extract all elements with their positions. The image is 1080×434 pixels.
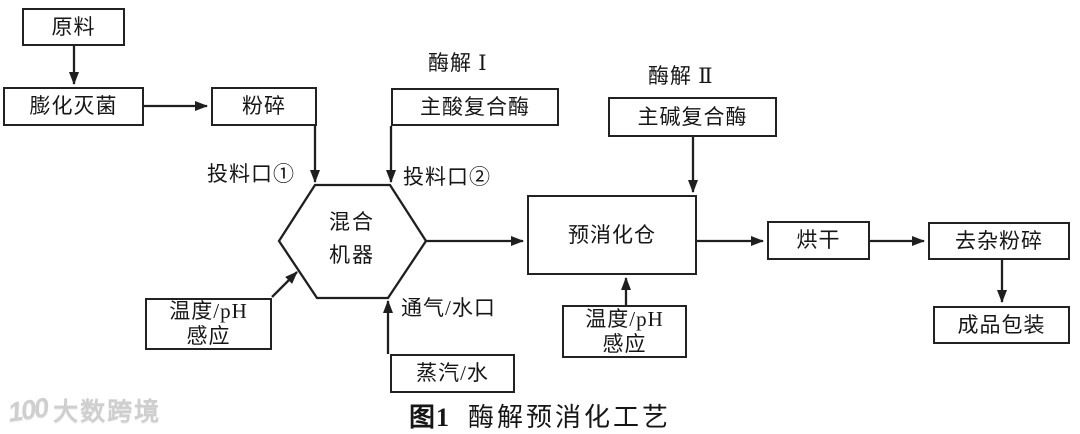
watermark-logo-icon: 100 bbox=[6, 391, 49, 428]
watermark: 100 大数跨境 bbox=[6, 391, 162, 428]
node-expansion-sterilization-label: 膨化灭菌 bbox=[29, 94, 118, 118]
sensor2-line2: 感应 bbox=[602, 331, 647, 356]
figure-caption: 图1 酶解预消化工艺 bbox=[0, 397, 1080, 434]
node-crushing-label: 粉碎 bbox=[242, 94, 286, 118]
node-alkali-complex-enzyme: 主碱复合酶 bbox=[608, 97, 777, 137]
figure-caption-label: 图1 bbox=[408, 403, 450, 432]
node-raw-material: 原料 bbox=[22, 8, 125, 46]
node-finished-packaging-label: 成品包装 bbox=[957, 312, 1046, 337]
node-steam-water: 蒸汽/水 bbox=[390, 354, 515, 393]
node-steam-water-label: 蒸汽/水 bbox=[416, 361, 489, 385]
node-predigestion-chamber: 预消化仓 bbox=[527, 195, 697, 275]
mixer-hexagon bbox=[277, 183, 428, 300]
node-drying: 烘干 bbox=[767, 221, 870, 260]
sensor1-line1: 温度/pH bbox=[169, 299, 248, 323]
sensor2-line1: 温度/pH bbox=[585, 306, 664, 331]
node-acid-complex-enzyme-label: 主酸复合酶 bbox=[420, 94, 530, 119]
node-raw-material-label: 原料 bbox=[51, 14, 96, 39]
node-alkali-complex-enzyme-label: 主碱复合酶 bbox=[637, 104, 748, 129]
label-vent-water-port: 通气/水口 bbox=[401, 296, 496, 320]
mixer-label-line2: 机器 bbox=[329, 243, 375, 267]
figure-caption-title: 酶解预消化工艺 bbox=[468, 403, 672, 432]
label-enzymolysis-2: 酶解 Ⅱ bbox=[648, 64, 714, 88]
node-impurity-removal-crushing-label: 去杂粉碎 bbox=[955, 228, 1043, 253]
node-finished-packaging: 成品包装 bbox=[933, 306, 1070, 344]
label-feed-port-2: 投料口② bbox=[403, 165, 491, 189]
label-enzymolysis-1: 酶解 Ⅰ bbox=[428, 51, 488, 75]
node-impurity-removal-crushing: 去杂粉碎 bbox=[928, 222, 1070, 260]
node-acid-complex-enzyme: 主酸复合酶 bbox=[391, 88, 559, 126]
node-expansion-sterilization: 膨化灭菌 bbox=[3, 87, 144, 126]
node-mixer-label: 混合 机器 bbox=[297, 206, 407, 272]
node-predigestion-chamber-label: 预消化仓 bbox=[568, 222, 656, 247]
node-temp-ph-sensor-predigestion: 温度/pH 感应 bbox=[562, 305, 687, 358]
sensor1-line2: 感应 bbox=[186, 324, 231, 348]
node-crushing: 粉碎 bbox=[211, 87, 317, 126]
mixer-label-line1: 混合 bbox=[329, 210, 375, 234]
node-temp-ph-sensor-mixer: 温度/pH 感应 bbox=[145, 298, 272, 350]
arrow-sensor1-to-mixer bbox=[271, 271, 298, 298]
node-drying-label: 烘干 bbox=[796, 228, 841, 252]
label-feed-port-1: 投料口① bbox=[207, 162, 295, 186]
watermark-text: 大数跨境 bbox=[53, 398, 162, 426]
